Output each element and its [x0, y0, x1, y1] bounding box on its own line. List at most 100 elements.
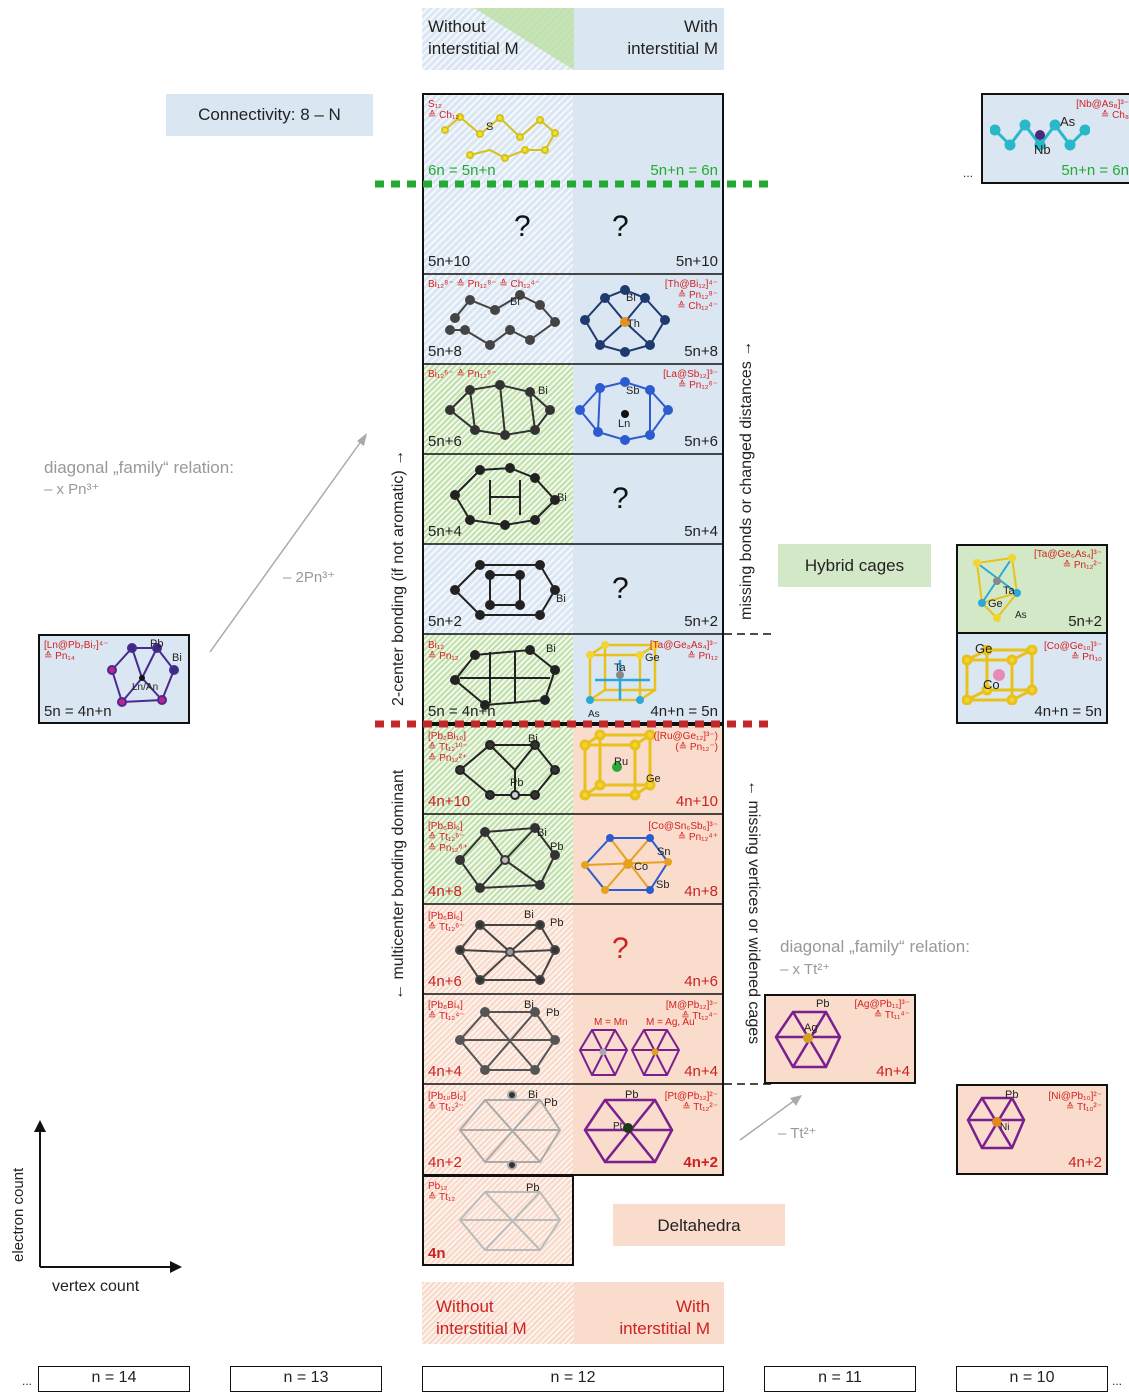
- co-ge10-cluster-icon: [962, 645, 1038, 705]
- row-4n-atom: Pb: [526, 1182, 540, 1194]
- row-4n10-right-atom1: Ru: [614, 756, 629, 768]
- diag-top-line2: – x Pn³⁺: [44, 481, 100, 498]
- header-bottom-left: [422, 1282, 574, 1344]
- ag-formula: [Ag@Pb₁₁]³⁻ ≙ Tt₁₁⁴⁻: [854, 999, 910, 1021]
- row-4n6-left-atom1: Bi: [524, 909, 534, 921]
- row-5n10-right-count: 5n+10: [675, 253, 718, 270]
- row-5n4-right-bg: [573, 454, 724, 544]
- row-5n10-right-q: ?: [612, 210, 629, 243]
- row-5n-right-atom1: Ge: [645, 652, 660, 664]
- row-4n8-left-formula: [Pb₆Bi₆] ≙ Tt₁₂⁶⁻ ≙ Pn₁₂⁶⁺: [428, 821, 469, 854]
- ellipsis-right: ...: [1112, 1374, 1123, 1388]
- co-count: 4n+n = 5n: [1034, 703, 1102, 720]
- frame-4n: [422, 1175, 574, 1266]
- row-4n8-right-formula: [Co@Sn₆Sb₆]³⁻ ≙ Pn₁₂⁴⁺: [648, 821, 718, 843]
- ni-atom1: Pb: [1005, 1089, 1019, 1101]
- row-4n8-right-atom3: Sb: [656, 879, 670, 891]
- ni-pb10-cluster-icon: [966, 1096, 1026, 1150]
- row-4n-count: 4n: [428, 1245, 446, 1262]
- row-5n-right-atom2: Ta: [614, 662, 626, 674]
- row-4n6-left-count: 4n+6: [428, 973, 462, 990]
- row-4n10-right-count: 4n+10: [675, 793, 718, 810]
- bi12-4-cluster-icon: [450, 463, 560, 530]
- missing-vertices-label: ← missing vertices or widened cages: [745, 780, 762, 1045]
- header-top-left-green: [474, 8, 574, 70]
- pb10bi2-cluster-icon: [458, 1090, 562, 1170]
- row-6n-right-bg: [573, 93, 724, 184]
- row-5n2-left-bg: [422, 544, 573, 634]
- th-bi12-cluster-icon: [580, 285, 670, 357]
- minus-tt-label: – Tt²⁺: [778, 1125, 817, 1142]
- s12-cluster-icon: [441, 113, 559, 162]
- row-5n8-left-formula: Bi₁₂⁸⁻ ≙ Pn₁₂⁸⁻ ≙ Ch₁₂⁴⁻: [428, 279, 541, 290]
- pt-pb12-cluster-icon: [583, 1098, 674, 1164]
- hybrid-cages-label: Hybrid cages: [804, 556, 905, 575]
- row-4n4-right-count: 4n+4: [684, 1063, 718, 1080]
- row-5n8-left-bg: [422, 274, 573, 364]
- row-5n10-left-q: ?: [514, 210, 531, 243]
- ellipsis-left: ...: [22, 1374, 33, 1388]
- row-5n-right-formula: [Ta@Ge₈As₄]³⁻ ≙ Pn₁₂: [649, 640, 718, 662]
- diag-bottom-line2: – x Tt²⁺: [780, 961, 831, 978]
- row-4n6-right-q: ?: [612, 932, 629, 965]
- deltahedra-label: Deltahedra: [657, 1216, 741, 1235]
- co-formula: [Co@Ge₁₀]³⁻ ≙ Pn₁₀: [1044, 641, 1102, 663]
- row-5n2-right-bg: [573, 544, 724, 634]
- header-top-right: [574, 8, 724, 70]
- ln-atom2: Bi: [172, 652, 182, 664]
- row-5n2-left-count: 5n+2: [428, 613, 462, 630]
- x-axis-label: vertex count: [52, 1278, 140, 1295]
- diag-arrow-bottom: [739, 1099, 796, 1141]
- pb6bi6-8-cluster-icon: [455, 823, 560, 893]
- bi12-cluster-icon: [450, 645, 560, 710]
- row-5n6-right-atom2: Ln: [618, 418, 631, 430]
- minus-2pn-label: – 2Pn³⁺: [283, 569, 336, 586]
- ag-atom1: Pb: [816, 998, 830, 1010]
- row-6n-left-count: 6n = 5n+n: [428, 162, 496, 179]
- diag-arrow-top: [209, 439, 363, 653]
- row-4n8-left-atom2: Pb: [550, 841, 564, 853]
- nb-formula: [Nb@As₈]³⁻ ≙ Ch₈: [1076, 99, 1129, 121]
- row-4n8-left-count: 4n+8: [428, 883, 462, 900]
- ni-count: 4n+2: [1068, 1154, 1102, 1171]
- row-4n8-left-bg: [422, 814, 573, 904]
- header-bottom-right-label: With interstitial M: [619, 1297, 710, 1338]
- ni-atom2: Ni: [1000, 1122, 1010, 1133]
- ta-formula: [Ta@Ge₆As₄]³⁻ ≙ Pn₁₂²⁻: [1033, 549, 1102, 571]
- nb-as8-cluster-icon: [990, 119, 1090, 151]
- row-4n2-left-count: 4n+2: [428, 1154, 462, 1171]
- row-4n4-right-m2: M = Ag, Au: [646, 1017, 695, 1028]
- row-4n8-right-atom2: Co: [634, 861, 649, 873]
- row-4n2-right-atom1: Pb: [625, 1089, 639, 1101]
- ta-ge8as4-cluster-icon: [586, 641, 659, 704]
- pb2bi10-cluster-icon: [455, 740, 560, 800]
- row-5n10-left-count: 5n+10: [428, 253, 471, 270]
- row-4n6-left-atom2: Pb: [550, 917, 564, 929]
- ln-atom1: Pb: [150, 638, 164, 650]
- row-4n8-left-atom1: Bi: [537, 827, 547, 839]
- y-axis-label: electron count: [10, 1167, 27, 1262]
- ta-ge6as4-cluster-icon: [973, 554, 1021, 622]
- connectivity-box: [166, 94, 373, 136]
- bi12-2-cluster-icon: [450, 560, 560, 620]
- row-5n2-right-count: 5n+2: [684, 613, 718, 630]
- multicenter-label: ← multicenter bonding dominant: [390, 769, 407, 1000]
- row-5n4-left-count: 5n+4: [428, 523, 462, 540]
- row-5n2-left-atom: Bi: [556, 593, 566, 605]
- row-5n6-left-formula: Bi₁₂⁶⁻ ≙ Pn₁₂⁶⁻: [428, 369, 497, 380]
- row-5n8-right-atom2: Th: [627, 318, 640, 330]
- row-5n8-left-count: 5n+8: [428, 343, 462, 360]
- row-5n-right-count: 4n+n = 5n: [650, 703, 718, 720]
- ta-atom1: Ta: [1003, 585, 1015, 597]
- la-sb12-cluster-icon: [575, 377, 673, 445]
- nb-box: [981, 93, 1129, 184]
- row-4n2-right-count: 4n+2: [683, 1154, 718, 1171]
- row-6n-formula: S₁₂ ≙ Ch₁₂: [428, 99, 460, 121]
- nb-atom2: Nb: [1034, 142, 1051, 157]
- row-4n10-left-formula: [Pb₂Bi₁₀] ≙ Tt₁₂¹⁰⁻ ≙ Pn₁₂²⁺: [428, 731, 468, 764]
- row-5n8-right-atom1: Bi: [626, 292, 636, 304]
- pb8bi4-cluster-icon: [455, 1007, 560, 1075]
- diag-bottom-line1: diagonal „family“ relation:: [780, 937, 970, 956]
- m-pb12-cluster-icon: [578, 1029, 681, 1076]
- row-4n10-right-formula: ([Ru@Ge₁₂]³⁻) (≙ Pn₁₂⁻): [653, 731, 718, 753]
